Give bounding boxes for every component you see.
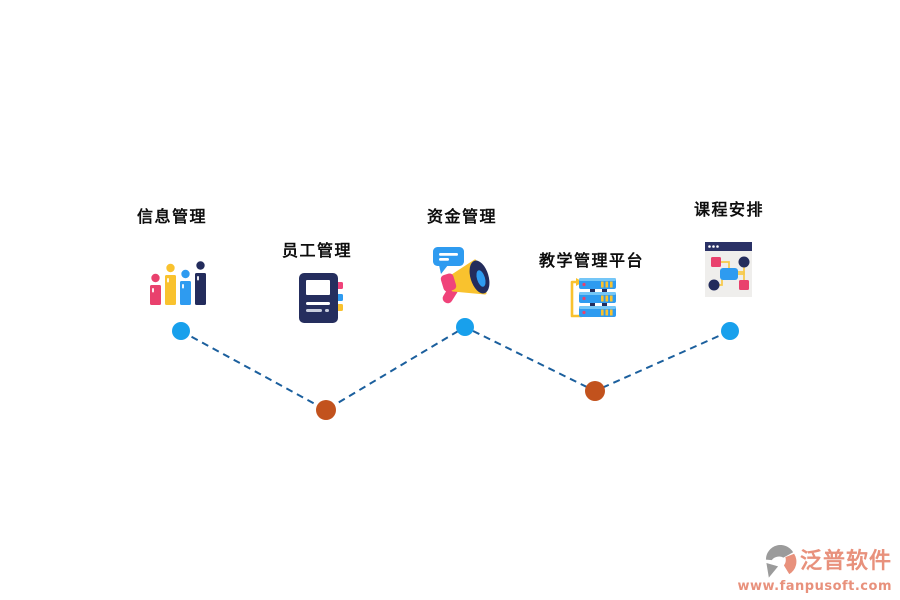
bar-yellow: [165, 263, 176, 305]
notebook-svg: [299, 273, 343, 323]
node-dot-2: [316, 400, 336, 420]
megaphone-svg: [433, 247, 490, 304]
server-row-3: [579, 306, 616, 317]
watermark: 泛普软件 www.fanpusoft.com: [737, 545, 892, 594]
watermark-url: www.fanpusoft.com: [737, 579, 892, 594]
megaphone-body: [440, 259, 490, 304]
node-dot-4: [585, 381, 605, 401]
people-bar-chart-svg: [150, 261, 206, 305]
bar-blue: [180, 269, 191, 305]
server-stack-svg: [570, 278, 616, 318]
connector-line: [180, 325, 731, 412]
node-dot-5: [721, 322, 739, 340]
people-bar-chart-icon: [149, 261, 209, 309]
megaphone-icon: [427, 245, 493, 311]
notebook-line-2: [306, 309, 322, 312]
flowchart-nodes: [708, 256, 750, 291]
label-teaching-platform: 教学管理平台: [539, 251, 645, 270]
window-titlebar: [705, 242, 752, 251]
server-row-1: [579, 278, 616, 289]
label-information-management: 信息管理: [137, 207, 208, 226]
flowchart-window-svg: [705, 242, 752, 297]
label-course-schedule: 课程安排: [694, 200, 765, 219]
fanpu-logo-icon: [765, 545, 797, 578]
speech-bubble: [433, 247, 464, 274]
node-dot-1: [172, 322, 190, 340]
bar-navy: [195, 261, 206, 305]
flowchart-window-icon: [704, 241, 754, 303]
label-funds-management: 资金管理: [427, 207, 498, 226]
notebook-photo: [306, 280, 330, 295]
flowchart-links: [719, 261, 745, 286]
notebook-icon: [297, 271, 345, 329]
notebook-line-dot: [325, 309, 329, 312]
bar-pink: [150, 273, 161, 305]
node-dot-3: [456, 318, 474, 336]
server-stack-icon: [564, 276, 620, 324]
server-row-2: [579, 292, 616, 303]
notebook-line-1: [306, 302, 330, 305]
watermark-brand: 泛普软件: [799, 549, 892, 575]
label-staff-management: 员工管理: [282, 241, 353, 260]
